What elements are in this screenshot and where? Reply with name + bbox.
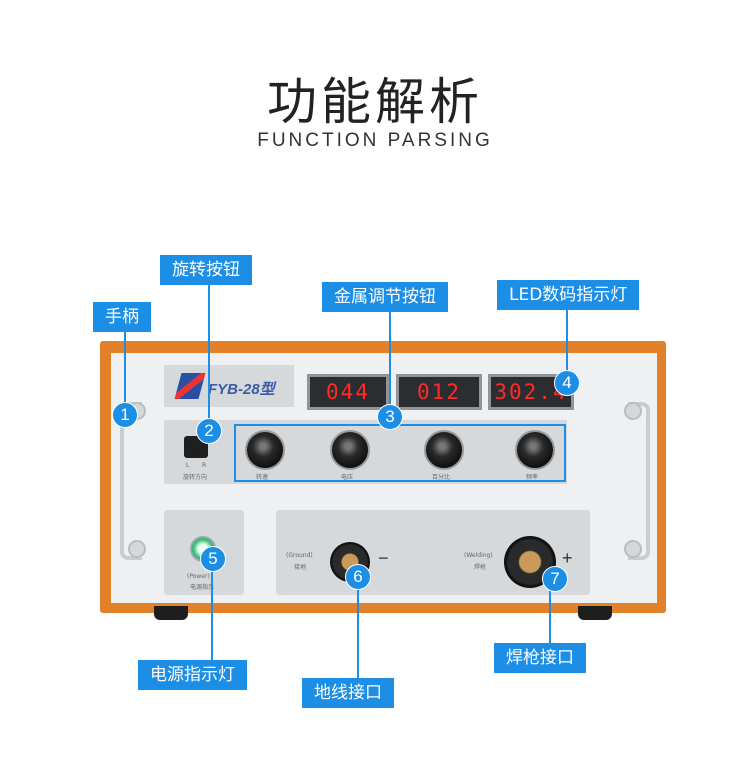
- callout-number-6: 6: [345, 564, 371, 590]
- knob-label-percentage: 百分比: [432, 474, 451, 481]
- callout-line-4: [566, 308, 568, 372]
- right-handle: [628, 402, 650, 560]
- callout-line-1: [124, 330, 126, 410]
- callout-number-3: 3: [377, 404, 403, 430]
- frequency-knob[interactable]: [515, 430, 555, 470]
- power-label-zh: 电源指示: [190, 584, 215, 591]
- ground-label-en: (Ground): [286, 552, 313, 559]
- voltage-knob[interactable]: [330, 430, 370, 470]
- callout-number-4: 4: [554, 370, 580, 396]
- led-display-speed: 044: [307, 374, 389, 410]
- knob-label-speed: 转速: [256, 474, 269, 481]
- percentage-knob[interactable]: [424, 430, 464, 470]
- callout-label-power-indicator: 电源指示灯: [138, 660, 247, 690]
- callout-label-metal-knobs: 金属调节按钮: [322, 282, 448, 312]
- led-display-voltage: 012: [396, 374, 482, 410]
- callout-number-2: 2: [196, 418, 222, 444]
- handle-bolt-icon: [624, 402, 642, 420]
- handle-bolt-icon: [624, 540, 642, 558]
- callout-number-1: 1: [112, 402, 138, 428]
- callout-label-ground-port: 地线接口: [302, 678, 394, 708]
- page-subtitle: FUNCTION PARSING: [257, 130, 493, 151]
- knob-label-frequency: 频率: [526, 474, 539, 481]
- plus-sign: +: [562, 548, 573, 568]
- callout-line-3: [389, 310, 391, 406]
- right-foot: [578, 606, 612, 620]
- minus-sign: −: [378, 548, 389, 568]
- callout-line-5: [211, 568, 213, 662]
- rotation-mark-r: R: [202, 462, 207, 469]
- callout-label-welding-port: 焊枪接口: [494, 643, 586, 673]
- welding-label-en: (Welding): [464, 552, 493, 559]
- callout-line-6: [357, 586, 359, 680]
- callout-label-rotary-button: 旋转按钮: [160, 255, 252, 285]
- left-foot: [154, 606, 188, 620]
- handle-bolt-icon: [128, 540, 146, 558]
- rotation-label: 旋转方向: [183, 474, 208, 481]
- ground-label-zh: 接地: [294, 564, 307, 571]
- speed-knob[interactable]: [245, 430, 285, 470]
- callout-label-handle: 手柄: [93, 302, 151, 332]
- callout-line-7: [549, 590, 551, 644]
- callout-number-5: 5: [200, 546, 226, 572]
- callout-number-7: 7: [542, 566, 568, 592]
- page-title: 功能解析: [267, 73, 483, 131]
- welding-label-zh: 焊枪: [474, 564, 487, 571]
- callout-line-2: [208, 282, 210, 418]
- power-label-en: (Power): [187, 573, 210, 580]
- knob-label-voltage: 电压: [341, 474, 354, 481]
- callout-label-led-display: LED数码指示灯: [497, 280, 640, 310]
- model-label: FYB-28型: [208, 381, 275, 398]
- rotation-mark-l: L: [186, 462, 190, 469]
